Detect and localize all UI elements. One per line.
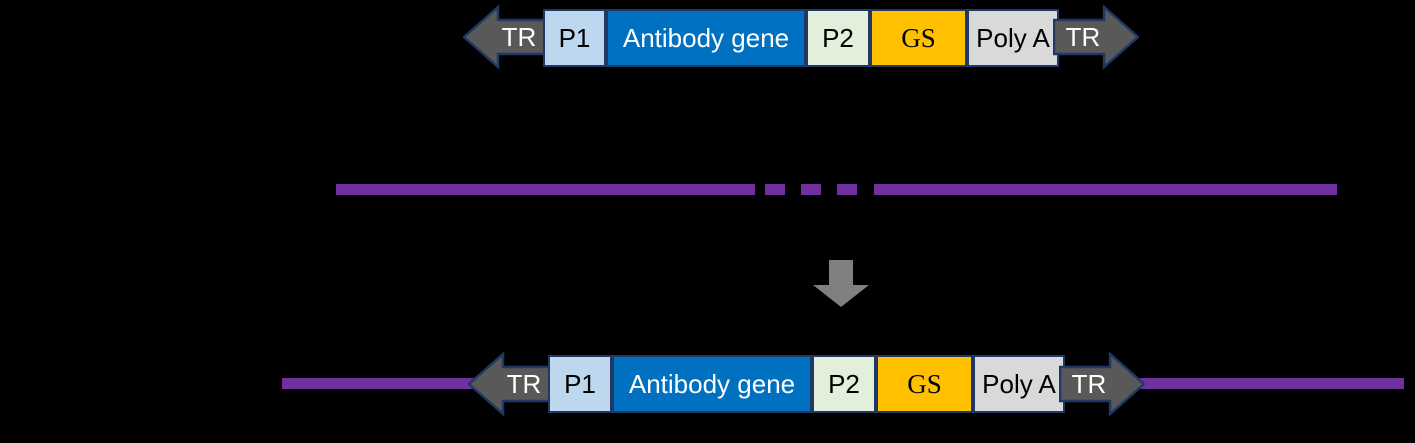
genomic-dna-dash: [801, 184, 821, 195]
bottom-box-p1-label: P1: [564, 369, 596, 399]
right-arrow-icon: [1052, 4, 1140, 70]
top-construct: TR P1 Antibody gene P2 GS Poly A TR: [0, 0, 1415, 80]
bottom-box-gs: GS: [876, 355, 973, 413]
bottom-box-p2: P2: [812, 355, 876, 413]
right-arrow-icon: [1058, 351, 1146, 417]
bottom-box-gs-label: GS: [907, 368, 942, 399]
top-box-gs-label: GS: [901, 22, 936, 53]
top-box-p2: P2: [806, 9, 870, 67]
top-box-gs: GS: [870, 9, 967, 67]
bottom-box-antibody-gene-label: Antibody gene: [628, 369, 796, 399]
top-box-poly-a-label: Poly A: [976, 23, 1050, 53]
left-arrow-icon: [467, 351, 555, 417]
genomic-dna-dash: [765, 184, 785, 195]
left-arrow-icon: [462, 4, 550, 70]
bottom-left-tr-arrow: TR: [467, 351, 555, 417]
top-box-p1-label: P1: [558, 23, 591, 53]
integrated-genomic-dna-left: [282, 378, 474, 389]
bottom-right-tr-arrow: TR: [1058, 351, 1146, 417]
top-left-tr-arrow: TR: [462, 4, 550, 70]
top-box-poly-a: Poly A: [967, 9, 1059, 67]
bottom-construct: TR P1 Antibody gene P2 GS Poly A TR: [0, 340, 1415, 440]
top-box-antibody-gene-label: Antibody gene: [622, 23, 790, 53]
bottom-box-antibody-gene: Antibody gene: [612, 355, 812, 413]
integrated-genomic-dna-right: [1132, 378, 1404, 389]
bottom-box-p1: P1: [548, 355, 612, 413]
genomic-dna-line: [0, 180, 1415, 202]
bottom-box-poly-a-label: Poly A: [982, 369, 1056, 399]
top-right-tr-arrow: TR: [1052, 4, 1140, 70]
transposition-arrow: [812, 260, 870, 308]
genomic-dna-dash: [837, 184, 857, 195]
bottom-box-p2-label: P2: [828, 369, 860, 399]
bottom-box-poly-a: Poly A: [973, 355, 1065, 413]
top-box-antibody-gene: Antibody gene: [606, 9, 806, 67]
genomic-dna-segment-left: [336, 184, 755, 195]
genomic-dna-segment-right: [874, 184, 1337, 195]
top-box-p2-label: P2: [822, 23, 854, 53]
down-arrow-icon: [813, 260, 869, 307]
top-box-p1: P1: [543, 9, 606, 67]
